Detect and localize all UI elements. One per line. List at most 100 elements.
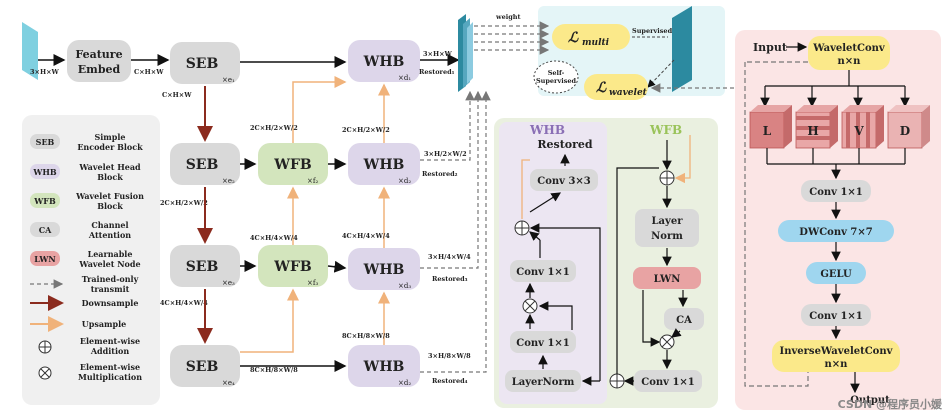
svg-text:WFB: WFB xyxy=(273,259,312,275)
multi-loss-node: ℒ multi xyxy=(552,24,630,50)
legend-ca: CA Channel Attention xyxy=(30,220,131,240)
svg-text:ℒ: ℒ xyxy=(568,30,579,46)
restored-label-3: Restored₃ xyxy=(432,275,468,283)
legend-whb: WHB Wavelet Head Block xyxy=(30,162,141,182)
svg-text:Wavelet Node: Wavelet Node xyxy=(78,259,140,269)
svg-text:Element-wise: Element-wise xyxy=(80,362,140,372)
wfb-residual-link xyxy=(616,167,659,374)
band-l: L xyxy=(749,105,792,149)
lwn-inverse-waveletconv: InverseWaveletConv n×n xyxy=(772,340,900,372)
wfb-detail-ca: CA xyxy=(664,308,704,330)
svg-text:×f₃: ×f₃ xyxy=(307,279,318,287)
wfb-block-3: WFB ×f₃ xyxy=(258,245,328,287)
upsample-wfb2-whb1 xyxy=(292,76,347,143)
restored-dim-1: 3×H×W xyxy=(423,50,453,58)
restored-label-4: Restored₄ xyxy=(432,377,468,385)
dim-wfb-1: 2C×H/2×W/2 xyxy=(250,124,298,132)
restored-image-stack xyxy=(458,14,473,92)
seb-block-3: SEB ×e₃ xyxy=(170,245,240,287)
svg-text:Addition: Addition xyxy=(90,346,130,356)
svg-text:n×n: n×n xyxy=(838,56,862,67)
lwn-waveletconv: WaveletConv n×n xyxy=(808,36,890,70)
dim-wfb-2: 4C×H/4×W/4 xyxy=(250,234,298,242)
whb-detail-conv3: Conv 3×3 xyxy=(530,169,598,191)
legend-panel xyxy=(22,115,160,405)
restored-dim-3: 3×H/4×W/4 xyxy=(428,253,471,261)
watermark: CSDN @程序员小媛 xyxy=(837,398,942,411)
whb-block-4: WHB ×d₂ xyxy=(348,345,420,387)
svg-text:WHB: WHB xyxy=(363,359,405,375)
self-supervised-badge xyxy=(533,60,579,94)
svg-text:Simple: Simple xyxy=(94,132,125,142)
seb-block-1: SEB ×e₁ xyxy=(170,42,240,84)
svg-text:Norm: Norm xyxy=(651,231,683,242)
svg-text:Channel: Channel xyxy=(91,220,128,230)
svg-text:H: H xyxy=(807,124,818,138)
svg-text:D: D xyxy=(900,124,910,138)
wfb-detail-add-out xyxy=(609,373,625,389)
whb-block-3: WHB ×d₃ xyxy=(348,248,420,290)
wavelet-loss-node: ℒ wavelet xyxy=(584,74,648,100)
legend-seb: SEB Simple Encoder Block xyxy=(30,132,143,152)
band-d: D xyxy=(887,105,930,149)
whb-detail-conv1-b: Conv 1×1 xyxy=(510,331,576,353)
svg-text:Conv 1×1: Conv 1×1 xyxy=(809,311,863,322)
svg-text:Conv 1×1: Conv 1×1 xyxy=(516,267,570,278)
dashed-restored-3 xyxy=(420,90,483,269)
arrow-conv1b-mul-side xyxy=(538,301,573,330)
upsample-seb4-wfb3 xyxy=(240,288,299,353)
wfb-detail-add xyxy=(659,170,675,186)
whb-detail-title: WHB xyxy=(529,123,565,137)
svg-text:Block: Block xyxy=(97,201,123,211)
legend-downsample: Downsample xyxy=(30,295,138,311)
svg-text:×d₃: ×d₃ xyxy=(398,282,411,290)
lwn-conv1-a: Conv 1×1 xyxy=(801,180,871,202)
svg-text:WHB: WHB xyxy=(363,157,405,173)
wfb-block-2: WFB ×f₂ xyxy=(258,143,328,185)
legend-lwn: LWN Learnable Wavelet Node xyxy=(30,249,141,269)
wfb-orange-input xyxy=(674,135,691,184)
dashed-restored-2 xyxy=(420,90,475,161)
whb-detail-layernorm: LayerNorm xyxy=(505,370,581,392)
svg-text:wavelet: wavelet xyxy=(609,88,648,98)
lwn-trained-only-outline xyxy=(744,62,809,387)
lwn-gelu: GELU xyxy=(806,262,866,284)
feature-embed-line2: Embed xyxy=(78,63,121,76)
whb-detail-multiply xyxy=(522,298,538,314)
svg-text:×f₂: ×f₂ xyxy=(307,177,318,185)
svg-text:Wavelet Head: Wavelet Head xyxy=(78,162,141,172)
seb-block-4: SEB ×e₄ xyxy=(170,345,240,387)
restored-dim-4: 3×H/8×W/8 xyxy=(428,352,471,360)
svg-text:SEB: SEB xyxy=(186,56,219,72)
svg-text:multi: multi xyxy=(582,38,610,48)
svg-text:InverseWaveletConv: InverseWaveletConv xyxy=(780,346,894,357)
svg-text:Conv 3×3: Conv 3×3 xyxy=(537,176,591,187)
wfb-detail-conv1: Conv 1×1 xyxy=(634,370,702,392)
dim-whb-in-2: 4C×H/4×W/4 xyxy=(342,232,390,240)
svg-text:Layer: Layer xyxy=(652,216,684,227)
svg-text:×e₄: ×e₄ xyxy=(222,379,235,387)
svg-text:Conv 1×1: Conv 1×1 xyxy=(516,338,570,349)
svg-text:n×n: n×n xyxy=(825,359,849,370)
svg-text:Upsample: Upsample xyxy=(82,319,126,329)
whb-block-1: WHB ×d₁ xyxy=(348,40,420,82)
input-image xyxy=(22,22,38,80)
whb-block-2: WHB ×d₂ xyxy=(348,143,420,185)
dim-seb4: 8C×H/8×W/8 xyxy=(250,366,298,374)
svg-text:WFB: WFB xyxy=(33,196,56,206)
svg-text:WHB: WHB xyxy=(32,167,57,177)
svg-text:SEB: SEB xyxy=(186,157,219,173)
svg-text:×d₁: ×d₁ xyxy=(398,74,411,82)
whb-detail-add xyxy=(514,220,530,236)
lwn-conv1-b: Conv 1×1 xyxy=(801,304,871,326)
svg-text:SEB: SEB xyxy=(36,137,55,147)
svg-text:Element-wise: Element-wise xyxy=(80,336,140,346)
lwn-input-label: Input xyxy=(753,41,788,54)
arrow-ca-mul xyxy=(671,328,682,338)
svg-text:Conv 1×1: Conv 1×1 xyxy=(809,187,863,198)
svg-text:WFB: WFB xyxy=(273,157,312,173)
svg-text:LayerNorm: LayerNorm xyxy=(512,377,575,388)
wfb-detail-multiply xyxy=(659,334,675,350)
svg-text:GELU: GELU xyxy=(820,269,852,280)
svg-text:CA: CA xyxy=(39,225,52,235)
